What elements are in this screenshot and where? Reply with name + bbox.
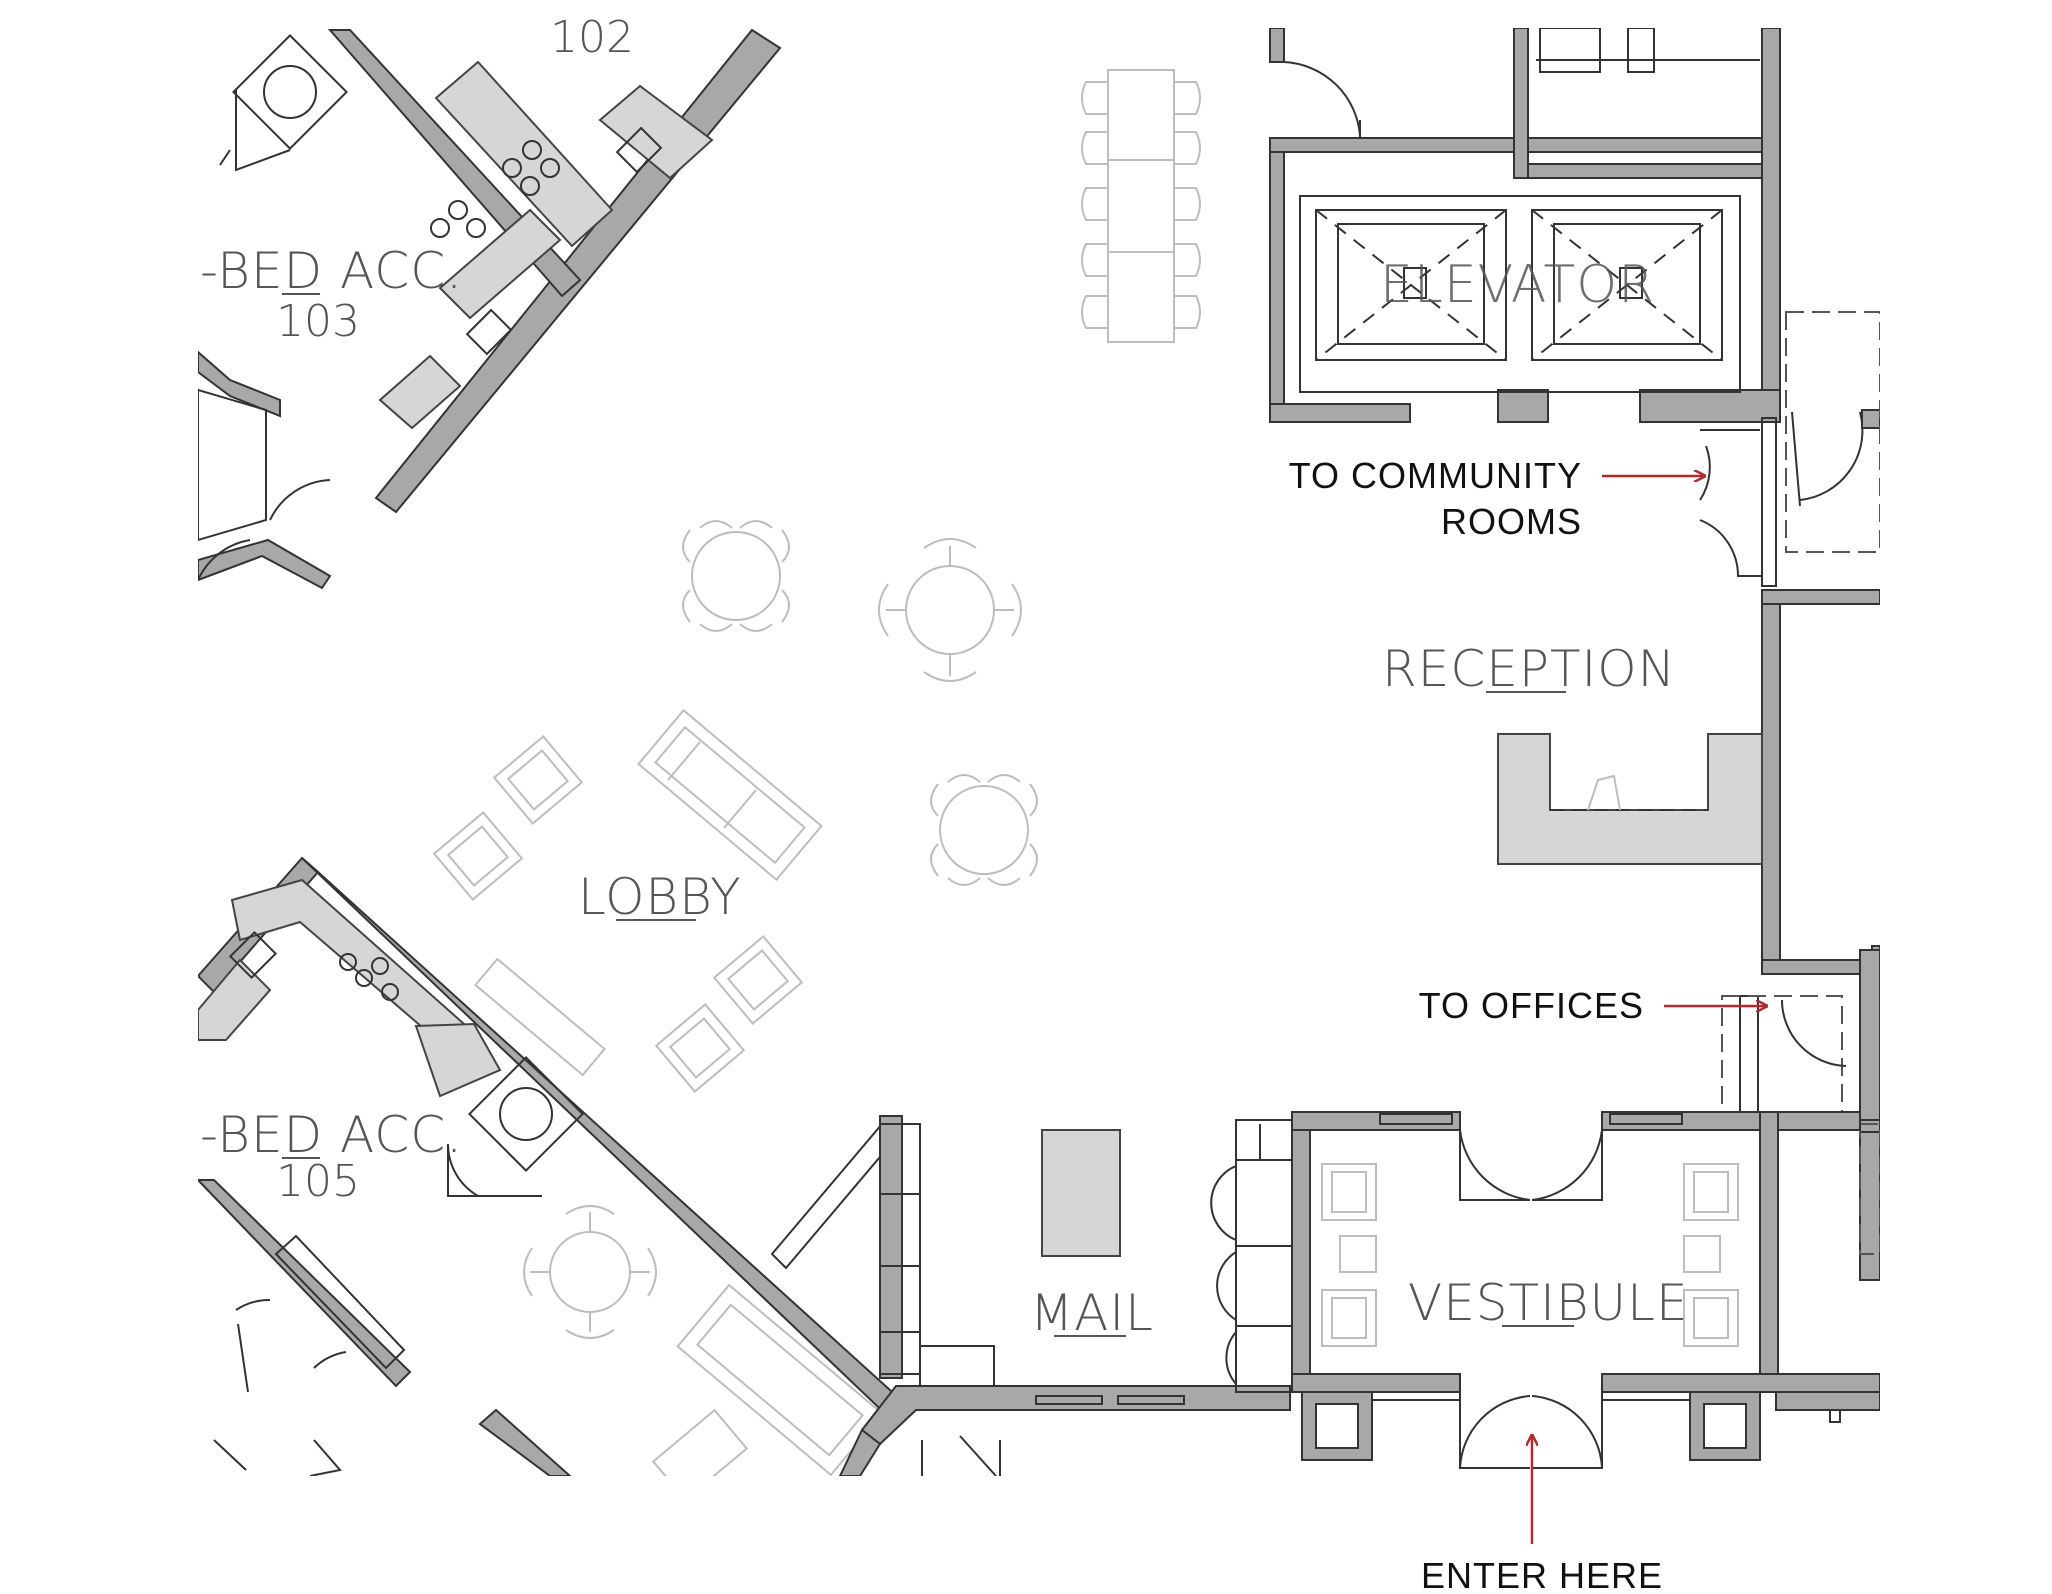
vestibule-walls <box>1291 1111 1880 1469</box>
room-105-name: -BED ACC. <box>200 1106 463 1164</box>
unit-105-walls <box>198 856 914 1476</box>
callout-offices: TO OFFICES <box>1419 985 1644 1026</box>
mail-area <box>770 1115 1291 1476</box>
unit-103-walls <box>198 28 782 590</box>
round-table-1 <box>682 520 790 632</box>
right-walls <box>1699 311 1880 1281</box>
reception-label: RECEPTION <box>1382 640 1676 698</box>
callout-community-line1: TO COMMUNITY <box>1289 455 1582 496</box>
lobby-label: LOBBY <box>578 868 742 926</box>
round-table-3 <box>930 774 1038 886</box>
callout-enter: ENTER HERE <box>1421 1555 1663 1594</box>
mail-label: MAIL <box>1030 1284 1154 1342</box>
elevator-core <box>1269 28 1781 423</box>
callout-community-line2: ROOMS <box>1441 501 1582 542</box>
dining-table <box>1081 69 1201 343</box>
round-table-2 <box>878 538 1022 682</box>
lobby-sofa-1 <box>637 708 823 882</box>
elevator-car-left <box>1315 209 1507 361</box>
round-table-4 <box>523 1205 657 1339</box>
room-102-number: 102 <box>550 12 634 63</box>
vestibule-label: VESTIBULE <box>1408 1274 1689 1332</box>
room-105-number: 105 <box>276 1156 360 1207</box>
reception-desk <box>1497 733 1763 865</box>
elevator-car-right <box>1531 209 1723 361</box>
right-exterior-wall <box>1775 1391 1880 1423</box>
parcel-lockers <box>1210 1119 1293 1393</box>
room-103-name: -BED ACC. <box>200 242 463 300</box>
room-103-number: 103 <box>276 296 360 347</box>
elevator-label: ELEVATOR <box>1380 255 1655 315</box>
stove-103 <box>430 140 560 238</box>
lobby-armchairs <box>432 735 804 1093</box>
